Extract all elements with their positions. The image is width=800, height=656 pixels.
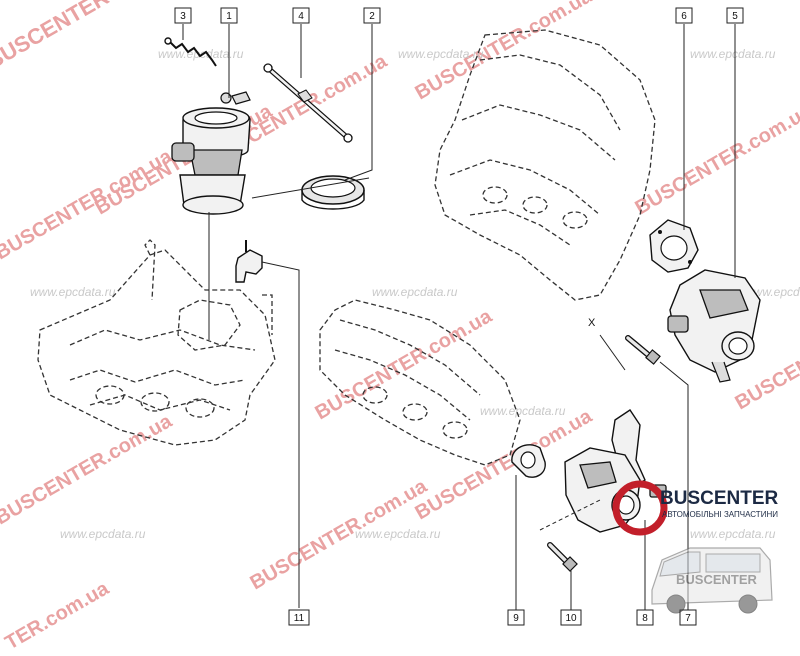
- callout-4: 4: [292, 7, 310, 24]
- watermark-epcdata: www.epcdata.ru: [690, 527, 776, 541]
- callout-number: 9: [513, 613, 519, 624]
- watermark-buscenter: BUSCENTER: [0, 0, 113, 74]
- watermark-epcdata: www.epcdata.ru: [745, 285, 800, 299]
- callout-number: 1: [226, 11, 232, 22]
- van-brand-stamp: BUSCENTER: [676, 572, 758, 587]
- callout-11: 11: [288, 609, 310, 626]
- watermark-epcdata: www.epcdata.ru: [690, 47, 776, 61]
- callout-number: 8: [642, 613, 648, 624]
- brand-logo: BUSCENTER АВТОМОБІЛЬНІ ЗАПЧАСТИНИ BUSCEN…: [612, 480, 779, 614]
- callout-number: 3: [180, 11, 186, 22]
- watermark-buscenter: BUSCENTER.com.ua: [632, 100, 800, 220]
- dimension-label: X: [588, 317, 596, 329]
- callout-number: 10: [565, 613, 577, 624]
- callout-10: 10: [560, 609, 582, 626]
- seal-ring-part: [301, 175, 365, 210]
- callout-number: 11: [294, 613, 305, 624]
- bracket-part: [235, 240, 263, 283]
- brand-tagline: АВТОМОБІЛЬНІ ЗАПЧАСТИНИ: [662, 510, 778, 519]
- callout-7: 7: [679, 609, 697, 626]
- callout-9: 9: [507, 609, 525, 626]
- watermark-epcdata: www.epcdata.ru: [355, 527, 441, 541]
- watermark-epcdata: www.epcdata.ru: [372, 285, 458, 299]
- gasket-part-6: [649, 219, 699, 273]
- intake-manifold-center-ghost: [319, 299, 521, 466]
- watermark-buscenter: BUSCENTER.com.ua: [0, 410, 176, 530]
- intake-manifold-top-right-ghost: [434, 29, 656, 301]
- watermark-epcdata: www.epcdata.ru: [480, 404, 566, 418]
- callout-6: 6: [675, 7, 693, 24]
- bolt-part-7: [625, 335, 661, 365]
- callout-number: 7: [685, 613, 691, 624]
- intake-manifold-left-ghost: [37, 239, 276, 446]
- callout-5: 5: [726, 7, 744, 24]
- callout-number: 6: [681, 11, 687, 22]
- brand-ring-icon: [612, 480, 668, 536]
- callout-2: 2: [363, 7, 381, 24]
- callout-3: 3: [174, 7, 192, 24]
- van-image: BUSCENTER: [651, 547, 773, 614]
- brand-name: BUSCENTER: [660, 488, 779, 509]
- spring-part: [164, 37, 217, 67]
- throttle-body-lower-part: [564, 409, 667, 533]
- watermark-epcdata: www.epcdata.ru: [60, 527, 146, 541]
- callout-number: 5: [732, 11, 738, 22]
- callout-1: 1: [220, 7, 238, 24]
- callout-number: 2: [369, 11, 375, 22]
- linkage-rod-part: [263, 63, 353, 143]
- watermark-buscenter: BUSCENTER.com.ua: [0, 145, 176, 265]
- throttle-body-right-part: [667, 269, 761, 383]
- throttle-body-left-part: [171, 91, 251, 215]
- watermark-buscenter: TER.com.ua: [2, 577, 114, 654]
- bolt-part-10: [547, 542, 578, 572]
- watermark-epcdata: www.epcdata.ru: [398, 47, 484, 61]
- callout-number: 4: [298, 11, 304, 22]
- watermark-buscenter: BUSCENTER.com.ua: [312, 305, 497, 425]
- gasket-part-9: [511, 444, 546, 478]
- watermark-epcdata: www.epcdata.ru: [30, 285, 116, 299]
- watermark-epcdata: www.epcdata.ru: [158, 47, 244, 61]
- callout-8: 8: [636, 609, 654, 626]
